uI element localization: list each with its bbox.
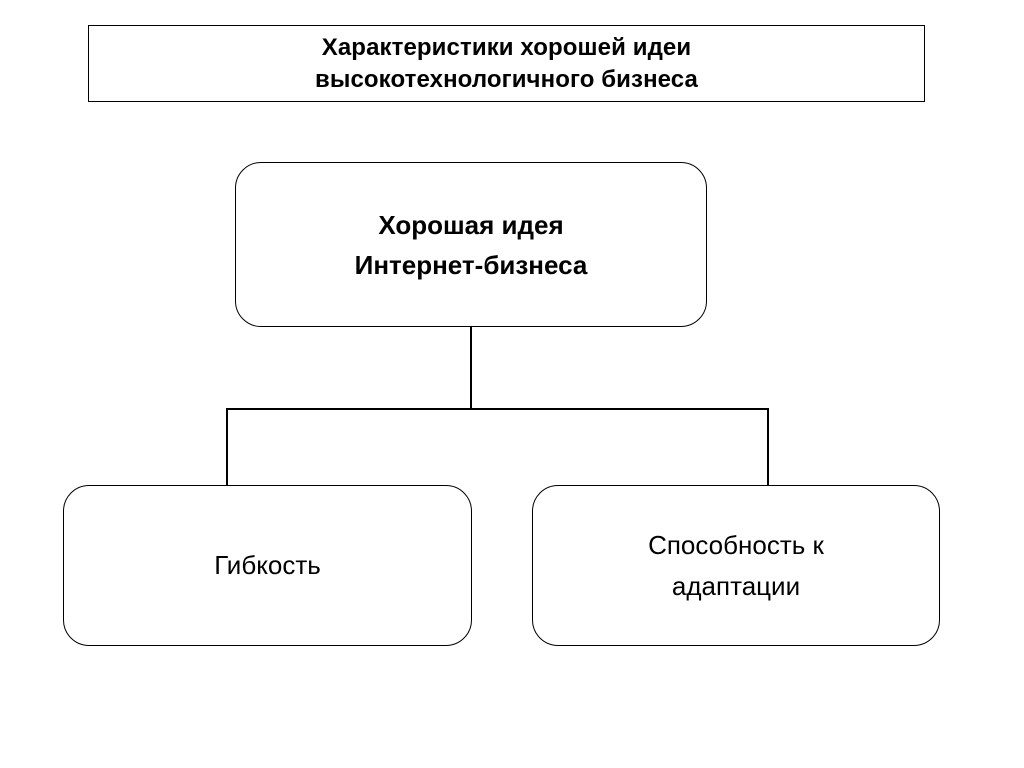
title-line-2: высокотехнологичного бизнеса bbox=[315, 65, 698, 93]
node-good-idea-line-2: Интернет-бизнеса bbox=[354, 249, 588, 280]
node-flexibility: Гибкость bbox=[63, 485, 472, 646]
node-good-idea-line-1: Хорошая идея bbox=[378, 209, 564, 240]
node-adaptability: Способность к адаптации bbox=[532, 485, 940, 646]
title-banner: Характеристики хорошей идеи высокотехнол… bbox=[88, 25, 925, 102]
node-adaptability-line-1: Способность к bbox=[648, 529, 824, 560]
node-good-idea: Хорошая идея Интернет-бизнеса bbox=[235, 162, 707, 327]
title-line-1: Характеристики хорошей идеи bbox=[321, 33, 692, 61]
connector-drop-right bbox=[767, 408, 769, 486]
connector-horizontal-bus bbox=[226, 408, 769, 410]
node-adaptability-line-2: адаптации bbox=[671, 570, 801, 601]
connector-root-stem bbox=[470, 326, 472, 410]
node-flexibility-line-1: Гибкость bbox=[214, 550, 321, 580]
connector-drop-left bbox=[226, 408, 228, 486]
